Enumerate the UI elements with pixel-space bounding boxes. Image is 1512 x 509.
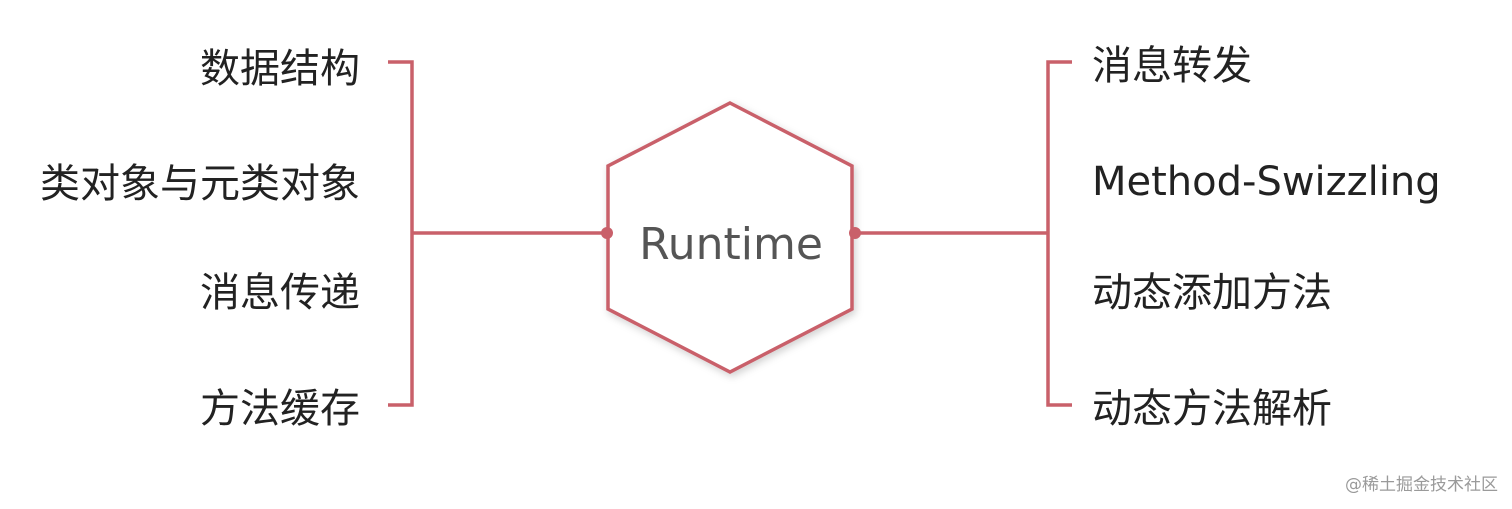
left-connector-dot xyxy=(601,227,613,239)
right-item-message-forwarding: 消息转发 xyxy=(1092,43,1252,89)
center-label: Runtime xyxy=(639,219,823,270)
right-item-dynamic-add-method: 动态添加方法 xyxy=(1092,270,1332,316)
left-item-message-passing: 消息传递 xyxy=(200,270,360,316)
left-item-data-structure: 数据结构 xyxy=(200,46,360,92)
watermark: @稀土掘金技术社区 xyxy=(1345,475,1498,495)
right-bracket xyxy=(1046,60,1072,407)
right-item-dynamic-method-resolution: 动态方法解析 xyxy=(1092,386,1332,432)
center-hexagon xyxy=(606,101,854,374)
left-item-class-metaclass: 类对象与元类对象 xyxy=(40,161,360,207)
right-connector-dot xyxy=(849,227,861,239)
left-bracket xyxy=(388,60,414,407)
right-item-method-swizzling: Method-Swizzling xyxy=(1092,159,1441,205)
left-item-method-cache: 方法缓存 xyxy=(200,386,360,432)
